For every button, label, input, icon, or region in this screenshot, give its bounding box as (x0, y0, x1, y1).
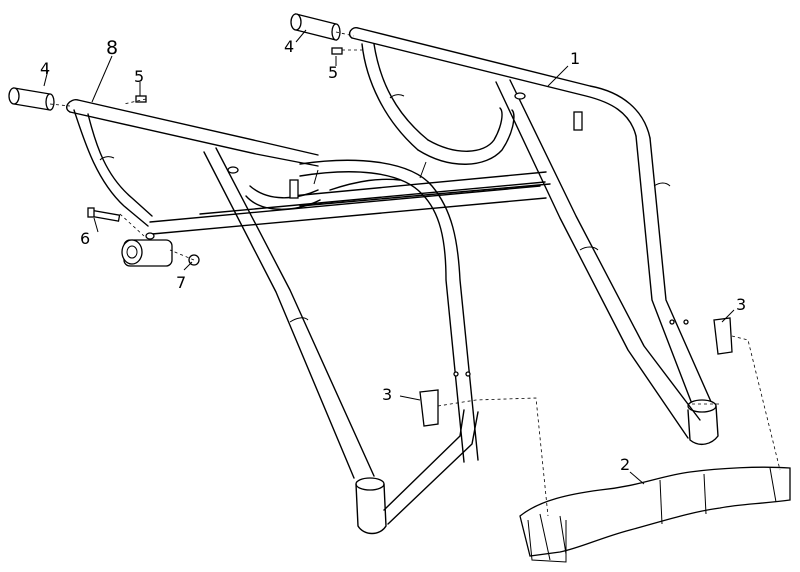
bolt-6 (87, 207, 121, 222)
pivot-bracket (121, 232, 173, 267)
label-part-6: 6 (80, 229, 90, 248)
label-part-8: 8 (106, 37, 118, 59)
front-left-foot (355, 409, 479, 535)
label-leaders (43, 29, 735, 485)
label-part-3-left: 3 (382, 385, 392, 404)
assembly-guide-lines (49, 31, 781, 517)
label-part-4-left: 4 (40, 59, 50, 78)
label-part-5-top: 5 (328, 63, 338, 82)
rear-right-leg (635, 135, 719, 446)
label-part-2: 2 (620, 455, 630, 474)
pad-3-left (419, 389, 439, 427)
front-diagonal-leg (203, 147, 375, 479)
weld-marks (99, 94, 671, 323)
base-plate-2 (519, 466, 791, 563)
center-arch-tube (245, 159, 479, 463)
end-cap-top (290, 13, 341, 41)
label-part-1: 1 (570, 49, 580, 68)
rear-inner-bend-tube (361, 43, 515, 165)
rear-diagonal-leg (495, 79, 701, 439)
bolt-5-top (331, 47, 343, 55)
label-part-5-left: 5 (134, 67, 144, 86)
rear-top-rail (348, 26, 651, 139)
lower-cross-member (149, 181, 547, 235)
frame-bosses (227, 92, 689, 377)
end-cap-left (8, 87, 55, 111)
front-left-bend-tube (73, 109, 153, 227)
label-part-4-top: 4 (284, 37, 294, 56)
label-part-3-right: 3 (736, 295, 746, 314)
pad-3-right (713, 317, 733, 355)
inner-cross-tubes (291, 171, 551, 207)
label-part-7: 7 (176, 273, 186, 292)
front-top-rail (66, 99, 319, 167)
